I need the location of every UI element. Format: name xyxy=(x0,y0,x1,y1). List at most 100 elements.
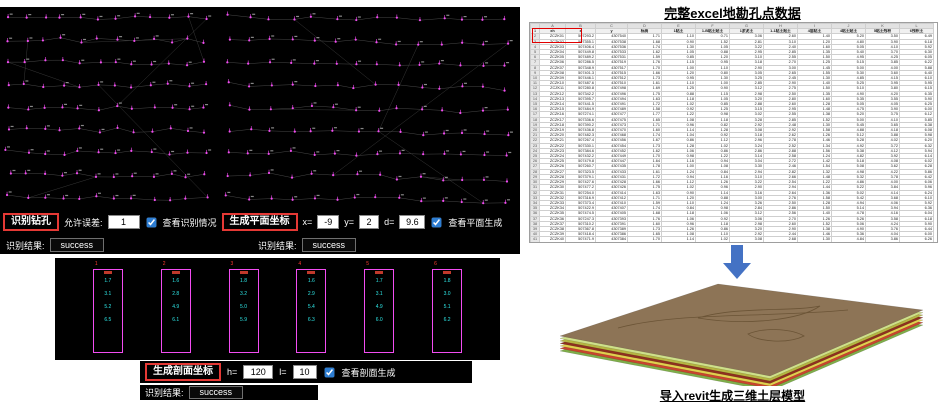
table-cell[interactable]: 6残积土 xyxy=(899,28,934,35)
y-label: y= xyxy=(344,217,355,227)
table-cell[interactable]: 507471.9 xyxy=(565,236,596,242)
table-cell[interactable]: 1.70 xyxy=(627,236,662,242)
profile-values: 1.7 3.1 4.9 6.0 xyxy=(365,270,393,323)
borehole-profile: 5 1.7 3.1 4.9 6.0 xyxy=(364,262,395,353)
generate-plane-coords-button[interactable]: 生成平面坐标 xyxy=(221,212,298,232)
table-cell[interactable]: L xyxy=(899,23,934,30)
profile-value: 1.7 xyxy=(104,278,112,284)
soil-layer-model xyxy=(559,283,924,386)
h-label: h= xyxy=(227,367,238,377)
table-cell[interactable]: 1.14 xyxy=(661,236,696,242)
profile-value: 6.2 xyxy=(443,317,451,323)
x-input[interactable] xyxy=(317,215,340,229)
l-input[interactable] xyxy=(292,365,317,379)
profile-value: 3.2 xyxy=(240,291,247,297)
l-label: l= xyxy=(279,367,287,377)
excel-title: 完整excel地勘孔点数据 xyxy=(664,6,801,21)
profile-top-marker xyxy=(307,271,316,274)
result-right-value: success xyxy=(301,238,357,252)
h-input[interactable] xyxy=(243,365,274,379)
profile-value: 2.9 xyxy=(307,291,315,297)
profile-value: 5.0 xyxy=(240,304,247,310)
profile-top-marker xyxy=(103,271,112,274)
drill-points-left xyxy=(4,12,212,202)
view-section-checkbox[interactable] xyxy=(324,367,334,377)
profile-value: 5.2 xyxy=(104,304,112,310)
section-toolbar: 生成剖面坐标 h= l= 查看剖面生成 xyxy=(140,361,472,383)
section-result-label: 识别结果: xyxy=(145,388,184,398)
profile-values: 1.7 3.1 5.2 6.5 xyxy=(94,270,122,323)
profile-value: 3.1 xyxy=(104,291,112,297)
profile-label: 4 xyxy=(298,261,302,267)
identify-boreholes-button[interactable]: 识别钻孔 xyxy=(3,212,59,232)
table-cell[interactable]: 1.30 xyxy=(797,236,832,242)
profile-top-marker xyxy=(171,271,180,274)
tolerance-label: 允许误差: xyxy=(64,217,103,228)
table-cell[interactable]: 4.84 xyxy=(831,236,866,242)
table-cell[interactable]: 3.86 xyxy=(865,236,900,242)
section-result: 识别结果: success xyxy=(140,385,318,400)
table-cell[interactable]: 2.68 xyxy=(763,236,798,242)
view-plane-label: 查看平面生成 xyxy=(448,217,503,228)
view-plane-checkbox[interactable] xyxy=(431,217,442,227)
table-cell[interactable]: 1.02 xyxy=(695,236,730,242)
y-input[interactable] xyxy=(359,215,380,229)
table-cell[interactable]: 3.08 xyxy=(729,236,764,242)
profile-value: 4.9 xyxy=(375,304,383,310)
profile-value: 1.8 xyxy=(240,278,247,284)
tolerance-input[interactable] xyxy=(107,215,140,229)
profile-value: 3.1 xyxy=(375,291,383,297)
profile-value: 1.6 xyxy=(307,278,315,284)
d-label: d= xyxy=(384,217,395,227)
profile-value: 1.6 xyxy=(172,278,180,284)
cad-panel: 识别钻孔 允许误差: 查看识别情况 生成平面坐标 x= y= d= 查看平面生成… xyxy=(0,7,520,254)
cad-toolbar: 识别钻孔 允许误差: 查看识别情况 生成平面坐标 x= y= d= 查看平面生成 xyxy=(3,212,517,232)
view-recognition-checkbox[interactable] xyxy=(146,217,156,227)
profile-value: 1.7 xyxy=(375,278,383,284)
profile-top-marker xyxy=(443,271,452,274)
table-cell[interactable]: ZCZK40 xyxy=(539,236,566,242)
row-number[interactable]: 41 xyxy=(530,236,540,242)
section-result-value: success xyxy=(188,386,244,399)
profile-label: 1 xyxy=(94,261,98,267)
profile-value: 6.0 xyxy=(375,317,383,323)
profile-label: 5 xyxy=(366,261,369,267)
recognition-result-right: 识别结果: success xyxy=(258,238,357,252)
profile-value: 6.5 xyxy=(104,317,112,323)
profile-value: 5.9 xyxy=(240,317,247,323)
profile-value: 5.1 xyxy=(443,304,451,310)
borehole-profile: 1 1.7 3.1 5.2 6.5 xyxy=(92,262,123,353)
profile-top-marker xyxy=(239,271,248,274)
down-arrow-icon xyxy=(723,245,751,279)
profile-label: 3 xyxy=(230,261,234,267)
table-cell[interactable]: 4307384 xyxy=(595,236,628,242)
d-input[interactable] xyxy=(399,215,426,229)
table-cell[interactable]: 6.26 xyxy=(899,236,934,242)
profile-value: 3.0 xyxy=(443,291,451,297)
profile-top-marker xyxy=(375,271,384,274)
generate-section-coords-button[interactable]: 生成剖面坐标 xyxy=(145,362,221,382)
profile-values: 1.8 3.0 5.1 6.2 xyxy=(433,270,461,323)
profile-values: 1.8 3.2 5.0 5.9 xyxy=(230,270,258,323)
model-caption: 导入revit生成三维土层模型 xyxy=(659,389,806,403)
result-left-label: 识别结果: xyxy=(6,240,45,251)
result-right-label: 识别结果: xyxy=(258,240,297,251)
profile-label: 2 xyxy=(162,261,166,267)
profile-value: 5.4 xyxy=(307,304,315,310)
profile-value: 1.8 xyxy=(443,278,451,284)
